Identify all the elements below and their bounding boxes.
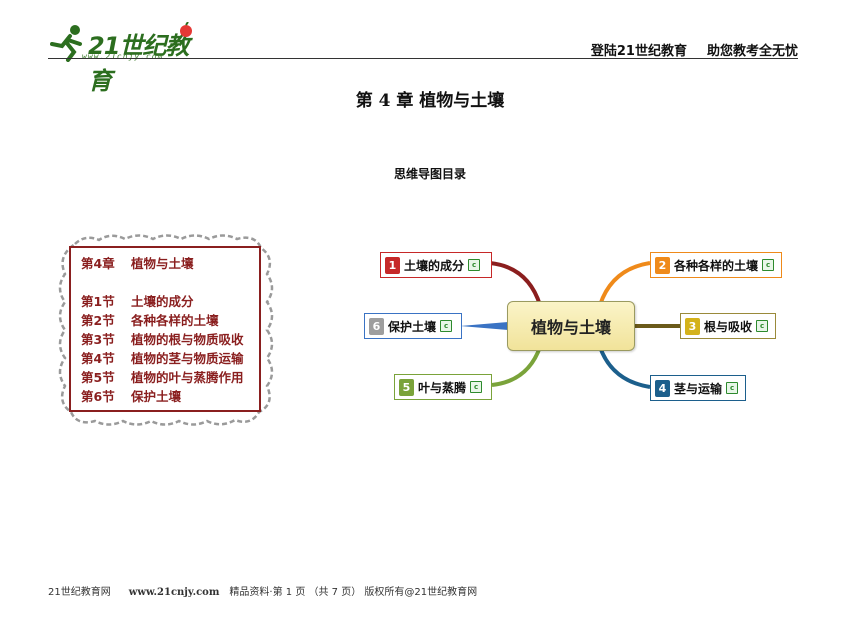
- toc-item[interactable]: 第4节植物的茎与物质运输: [81, 351, 244, 366]
- toc-item[interactable]: 第3节植物的根与物质吸收: [81, 332, 244, 347]
- header-tagline: 助您教考全无忧: [706, 44, 798, 59]
- logo: 21世纪教育 www.21cnjy.com: [48, 20, 198, 95]
- toc-chapter[interactable]: 第4章植物与土壤: [81, 256, 194, 271]
- toc-item[interactable]: 第1节土壤的成分: [81, 294, 194, 309]
- footer-left: 21世纪教育网: [48, 587, 111, 598]
- mind-map-center[interactable]: 植物与土壤: [507, 301, 635, 351]
- mind-map-connectors: [460, 261, 682, 389]
- connector-2: [598, 261, 651, 306]
- connector-1: [489, 261, 542, 306]
- comment-icon: c: [762, 259, 775, 271]
- connector-4: [598, 346, 651, 389]
- comment-icon: c: [468, 259, 481, 271]
- toc-item[interactable]: 第5节植物的叶与蒸腾作用: [81, 370, 244, 385]
- apple-icon: [180, 22, 192, 37]
- comment-icon: c: [440, 320, 453, 332]
- logo-text: 21世纪教育: [88, 32, 189, 95]
- connector-5: [491, 346, 542, 387]
- comment-icon: c: [726, 382, 739, 394]
- toc-item[interactable]: 第6节保护土壤: [81, 389, 182, 404]
- connector-6: [460, 322, 508, 330]
- runner-icon: [50, 25, 82, 62]
- toc-item[interactable]: 第2节各种各样的土壤: [81, 313, 219, 328]
- header-login-text[interactable]: 登陆21世纪教育: [590, 44, 687, 59]
- comment-icon: c: [756, 320, 769, 332]
- logo-url: www.21cnjy.com: [82, 52, 164, 61]
- footer-site-link[interactable]: www.21cnjy.com: [128, 587, 220, 598]
- comment-icon: c: [470, 381, 483, 393]
- page-subtitle: 思维导图目录: [393, 167, 466, 181]
- page-footer: 21世纪教育网 www.21cnjy.com 精品资料·第 1 页 （共 7 页） …: [48, 583, 477, 598]
- header-slogan: 登陆21世纪教育 助您教考全无忧: [591, 40, 798, 59]
- page-title: 第 4 章 植物与土壤: [355, 91, 505, 111]
- header-divider: [48, 58, 798, 59]
- toc-box: 第4章植物与土壤 第1节土壤的成分 第2节各种各样的土壤 第3节植物的根与物质吸…: [69, 246, 261, 412]
- footer-page-info: 精品资料·第 1 页 （共 7 页） 版权所有@21世纪教育网: [229, 587, 478, 598]
- toc-cloud: 第4章植物与土壤 第1节土壤的成分 第2节各种各样的土壤 第3节植物的根与物质吸…: [55, 232, 277, 428]
